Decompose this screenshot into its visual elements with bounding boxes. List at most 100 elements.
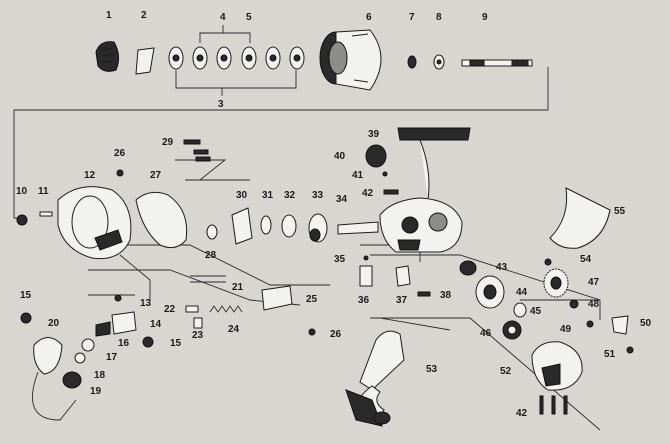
label-20: 20 bbox=[48, 318, 60, 329]
part-49 bbox=[586, 320, 594, 328]
label-50: 50 bbox=[640, 318, 652, 329]
label-10: 10 bbox=[16, 186, 28, 197]
label-26-lower: 26 bbox=[330, 329, 342, 340]
spool-clip bbox=[135, 47, 155, 75]
nut-10 bbox=[16, 214, 28, 226]
label-52: 52 bbox=[500, 366, 512, 377]
clip-16 bbox=[95, 321, 111, 337]
pinion-gear bbox=[475, 275, 505, 309]
label-53: 53 bbox=[426, 364, 438, 375]
spool bbox=[319, 29, 382, 91]
side-cover bbox=[531, 341, 583, 391]
washer-7 bbox=[407, 55, 417, 69]
label-16: 16 bbox=[118, 338, 130, 349]
label-5: 5 bbox=[246, 12, 252, 23]
bail-arm bbox=[31, 371, 77, 421]
leader-lines bbox=[13, 25, 601, 431]
screw-51 bbox=[626, 346, 634, 354]
label-45: 45 bbox=[530, 306, 542, 317]
label-51: 51 bbox=[604, 349, 616, 360]
label-7: 7 bbox=[409, 12, 415, 23]
bearing-43 bbox=[459, 260, 477, 276]
label-48: 48 bbox=[588, 299, 600, 310]
label-36: 36 bbox=[358, 295, 370, 306]
washer-45 bbox=[513, 302, 527, 318]
washer-28 bbox=[206, 224, 218, 240]
label-4: 4 bbox=[220, 12, 226, 23]
screw-26-lower bbox=[308, 328, 316, 336]
label-11: 11 bbox=[38, 186, 49, 197]
bail-wire bbox=[190, 275, 226, 283]
label-44: 44 bbox=[516, 287, 528, 298]
line-roller bbox=[308, 213, 328, 243]
label-15-left: 15 bbox=[20, 290, 32, 301]
label-9: 9 bbox=[482, 12, 488, 23]
label-3: 3 bbox=[218, 99, 224, 110]
label-38: 38 bbox=[440, 290, 452, 301]
rotor bbox=[57, 186, 132, 260]
bail-parts bbox=[20, 294, 154, 421]
label-2: 2 bbox=[141, 10, 147, 21]
label-1: 1 bbox=[106, 10, 112, 21]
label-14: 14 bbox=[150, 319, 162, 330]
part-50 bbox=[611, 315, 629, 335]
label-15-right: 15 bbox=[170, 338, 182, 349]
bail-support bbox=[231, 207, 253, 245]
screws-29 bbox=[183, 139, 211, 162]
pin-41 bbox=[382, 171, 388, 177]
screw-38 bbox=[417, 291, 431, 297]
knob-40 bbox=[365, 144, 387, 168]
label-17: 17 bbox=[106, 352, 118, 363]
screws-42-lower bbox=[539, 395, 568, 415]
body-parts bbox=[359, 127, 634, 415]
label-19: 19 bbox=[90, 386, 102, 397]
label-22: 22 bbox=[164, 304, 176, 315]
spring-24 bbox=[209, 305, 243, 313]
main-shaft bbox=[461, 59, 533, 67]
label-28: 28 bbox=[205, 250, 217, 261]
part-35 bbox=[363, 255, 369, 261]
spool-row-parts bbox=[95, 29, 533, 91]
label-21: 21 bbox=[232, 282, 244, 293]
bail-bracket-20 bbox=[33, 337, 63, 375]
ring-32 bbox=[281, 214, 297, 238]
label-54: 54 bbox=[580, 254, 592, 265]
label-25: 25 bbox=[306, 294, 318, 305]
label-41: 41 bbox=[352, 170, 364, 181]
part-labels: 1 2 3 4 5 6 7 8 9 10 11 12 13 14 15 15 1… bbox=[16, 10, 652, 419]
label-32: 32 bbox=[284, 190, 296, 201]
screw-15-left bbox=[20, 312, 32, 324]
roller-shaft bbox=[337, 221, 379, 235]
screw-11 bbox=[39, 211, 53, 217]
pin-23 bbox=[193, 317, 203, 329]
label-30: 30 bbox=[236, 190, 248, 201]
label-47: 47 bbox=[588, 277, 600, 288]
label-46: 46 bbox=[480, 328, 492, 339]
drag-knob bbox=[95, 41, 120, 72]
label-43: 43 bbox=[496, 262, 508, 273]
label-27: 27 bbox=[150, 170, 162, 181]
label-26-upper: 26 bbox=[114, 148, 126, 159]
label-18: 18 bbox=[94, 370, 106, 381]
label-24: 24 bbox=[228, 324, 240, 335]
part-48 bbox=[569, 299, 579, 309]
roller-arm-14 bbox=[111, 311, 137, 335]
rotor-parts bbox=[16, 139, 379, 336]
plunger-22 bbox=[185, 305, 199, 313]
collar-19 bbox=[62, 371, 82, 389]
cover-55 bbox=[549, 187, 611, 249]
label-40: 40 bbox=[334, 151, 346, 162]
reel-foot bbox=[397, 127, 471, 141]
washer-17 bbox=[81, 338, 95, 352]
label-37: 37 bbox=[396, 295, 408, 306]
label-55: 55 bbox=[614, 206, 626, 217]
label-49: 49 bbox=[560, 324, 572, 335]
label-29: 29 bbox=[162, 137, 174, 148]
label-42-lower: 42 bbox=[516, 408, 528, 419]
part-54 bbox=[544, 258, 552, 266]
screw-15-right bbox=[142, 336, 154, 348]
bail-trip bbox=[261, 285, 293, 311]
reel-body bbox=[379, 197, 463, 253]
